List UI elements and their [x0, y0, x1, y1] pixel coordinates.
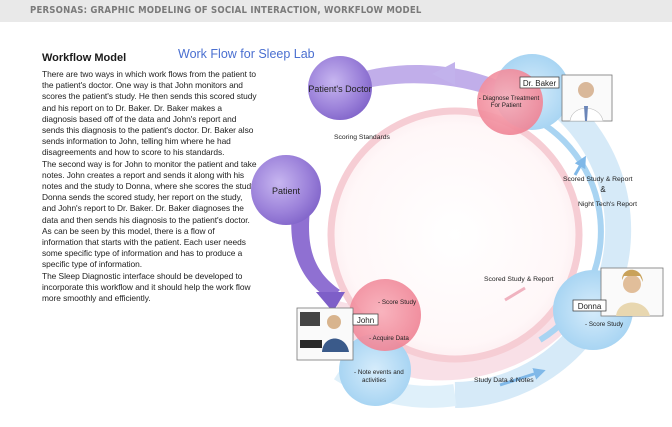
section-title: Workflow Model: [42, 52, 127, 64]
purple-arrow-head-left: [316, 292, 345, 312]
diagram-title: Work Flow for Sleep Lab: [178, 47, 315, 61]
john-name: John: [357, 316, 374, 325]
purple-arrow-head-top: [432, 62, 455, 85]
john-blue-circle: [339, 334, 411, 406]
john-task-score: - Score Study: [378, 299, 417, 306]
donna-photo: [600, 267, 664, 317]
donna-name-tag: [572, 299, 607, 312]
patients-doctor-label: Patient's Doctor: [308, 84, 371, 94]
paragraph-3: As can be seen by this model, there is a…: [42, 225, 246, 270]
john-name-tag: [352, 313, 379, 326]
baker-task-line1: - Diagnose Treatment: [479, 95, 540, 102]
pink-ring: [327, 107, 583, 363]
john-photo: [296, 307, 354, 361]
john-task-acquire: - Acquire Data: [369, 335, 409, 342]
blue-arrow-right: [573, 155, 586, 176]
john-task-note-1: - Note events and: [354, 369, 404, 376]
purple-ribbon-top: [338, 64, 497, 96]
flow-study-notes: Study Data & Notes: [474, 377, 534, 384]
patient-label: Patient: [272, 186, 301, 196]
flow-scored-report-1: Scored Study & Report: [563, 176, 633, 183]
flow-scored-report-2: Scored Study & Report: [484, 276, 554, 283]
blue-arrow-mid: [504, 286, 526, 302]
header-bar: PERSONAS: GRAPHIC MODELING OF SOCIAL INT…: [0, 0, 672, 22]
baker-photo: [561, 74, 613, 122]
purple-ribbon-left: [291, 210, 340, 300]
donna-name: Donna: [578, 302, 602, 311]
flow-night-tech: Night Tech's Report: [578, 201, 637, 208]
paragraph-1: There are two ways in which work flows f…: [42, 69, 257, 158]
flow-scoring-standards: Scoring Standards: [334, 134, 391, 141]
paragraph-2: The second way is for John to monitor th…: [42, 158, 257, 225]
header-title: PERSONAS: GRAPHIC MODELING OF SOCIAL INT…: [30, 5, 422, 16]
baker-name-tag: [519, 76, 560, 89]
body-column: Workflow Model There are two ways in whi…: [42, 52, 257, 304]
blue-arrow-bottom: [499, 368, 546, 387]
baker-name: Dr. Baker: [523, 79, 557, 88]
patients-doctor-node: [308, 56, 372, 120]
baker-task-line2: For Patient: [491, 102, 522, 109]
patient-node: [251, 155, 321, 225]
john-pink-circle: [349, 279, 421, 351]
donna-task: - Score Study: [585, 321, 624, 328]
john-task-note-2: activities: [362, 377, 386, 384]
paragraph-4: The Sleep Diagnostic interface should be…: [42, 270, 251, 304]
flow-ampersand: &: [600, 185, 606, 194]
